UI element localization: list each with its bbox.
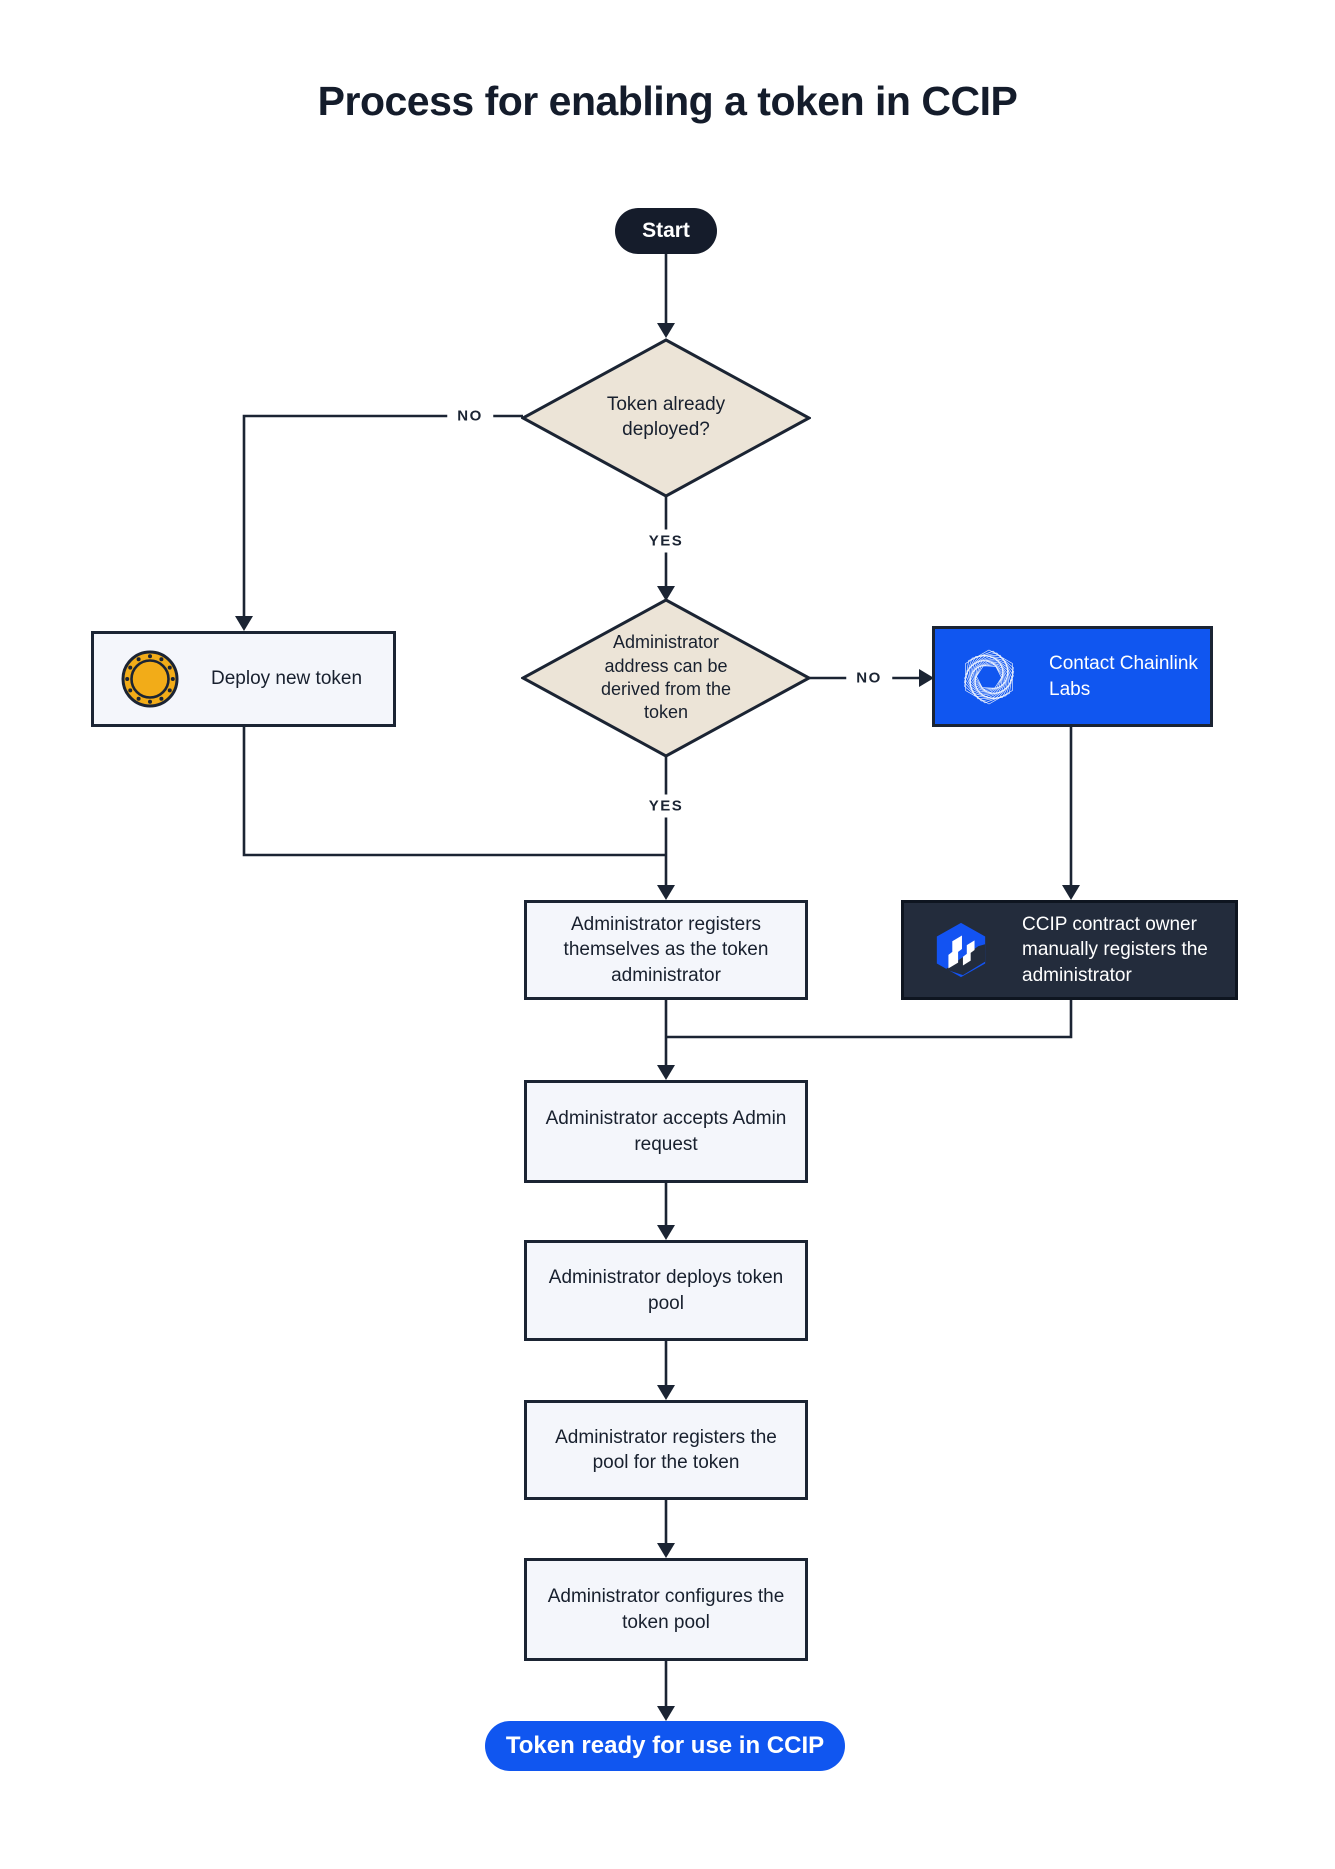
decision-admin-address-derivable: Administrator address can be derived fro… <box>519 598 813 758</box>
admin-registers-pool-label: Administrator registers the pool for the… <box>555 1426 777 1473</box>
diamond-shape <box>519 338 813 498</box>
edge-deploy-merge <box>242 727 666 857</box>
arrowhead <box>657 1385 675 1400</box>
deploy-new-token-node: Deploy new token <box>91 631 396 727</box>
token-ready-node: Token ready for use in CCIP <box>485 1721 845 1771</box>
arrowhead <box>1062 885 1080 900</box>
ccip-icon <box>936 922 986 978</box>
start-node: Start <box>615 208 717 254</box>
decision-token-already-deployed: Token already deployed? <box>519 338 813 498</box>
edge-no-to-deploy <box>242 414 523 617</box>
edge-label-yes-first: YES <box>638 529 694 553</box>
admin-registers-label: Administrator registers themselves as th… <box>563 914 769 986</box>
page-title: Process for enabling a token in CCIP <box>317 78 1018 124</box>
arrowhead <box>919 669 934 687</box>
arrowhead <box>657 885 675 900</box>
admin-accepts-node: Administrator accepts Admin request <box>524 1080 808 1183</box>
admin-registers-node: Administrator registers themselves as th… <box>524 900 808 1000</box>
contact-chainlink-labs-node: Contact Chainlink Labs <box>932 626 1213 727</box>
arrowhead <box>657 1706 675 1721</box>
edge-label-yes-second: YES <box>638 794 694 818</box>
arrowheads <box>235 323 1080 1721</box>
arrowhead <box>657 1543 675 1558</box>
admin-accepts-label: Administrator accepts Admin request <box>545 1108 787 1155</box>
admin-registers-pool-node: Administrator registers the pool for the… <box>524 1400 808 1500</box>
deploy-new-token-label: Deploy new token <box>211 668 363 690</box>
start-label: Start <box>642 219 690 242</box>
coin-icon <box>121 650 179 708</box>
edge-paths <box>242 254 1073 1707</box>
ccip-owner-registers-label: CCIP contract owner manually registers t… <box>1022 914 1208 986</box>
diamond-shape <box>519 598 813 758</box>
ccip-owner-registers-node: CCIP contract owner manually registers t… <box>901 900 1238 1000</box>
edge-label-no-right: NO <box>846 666 892 690</box>
arrowhead <box>235 616 253 631</box>
contact-chainlink-labs-label: Contact Chainlink Labs <box>1049 653 1198 700</box>
arrowhead <box>657 323 675 338</box>
arrowhead <box>657 586 675 601</box>
edge-ccip-merge <box>666 1000 1073 1039</box>
token-ready-label: Token ready for use in CCIP <box>505 1732 825 1759</box>
decision1-label: Token already deployed? <box>606 394 726 440</box>
arrowhead <box>657 1065 675 1080</box>
edge-label-no-left: NO <box>447 404 493 428</box>
admin-configures-pool-node: Administrator configures the token pool <box>524 1558 808 1661</box>
arrowhead <box>657 1225 675 1240</box>
chainlink-labs-icon <box>963 649 1015 704</box>
admin-deploys-pool-label: Administrator deploys token pool <box>548 1267 784 1314</box>
admin-deploys-pool-node: Administrator deploys token pool <box>524 1240 808 1341</box>
decision2-label: Administrator address can be derived fro… <box>600 632 732 723</box>
admin-configures-pool-label: Administrator configures the token pool <box>547 1586 785 1633</box>
